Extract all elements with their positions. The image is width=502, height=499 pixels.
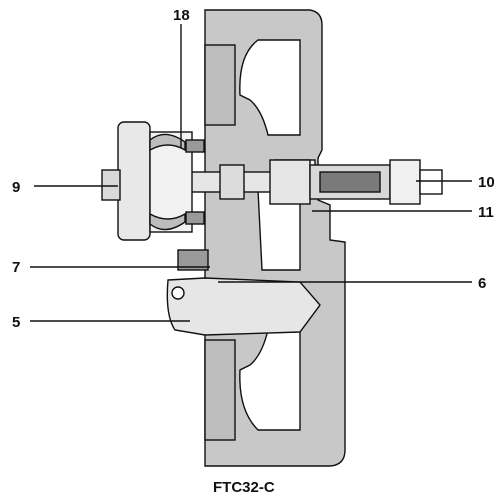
housing <box>204 9 346 467</box>
lower-fitting <box>166 249 321 336</box>
leader-lines <box>30 24 472 322</box>
figure-caption: FTC32-C <box>213 479 275 496</box>
callout-11: 11 <box>478 204 494 221</box>
callout-10: 10 <box>478 174 495 191</box>
callout-6: 6 <box>478 275 486 292</box>
callout-7: 7 <box>12 259 20 276</box>
callout-9: 9 <box>12 179 20 196</box>
connector-assembly <box>269 159 443 205</box>
callout-18: 18 <box>173 7 190 24</box>
callout-5: 5 <box>12 314 20 331</box>
diaphragm-actuator <box>101 121 205 241</box>
